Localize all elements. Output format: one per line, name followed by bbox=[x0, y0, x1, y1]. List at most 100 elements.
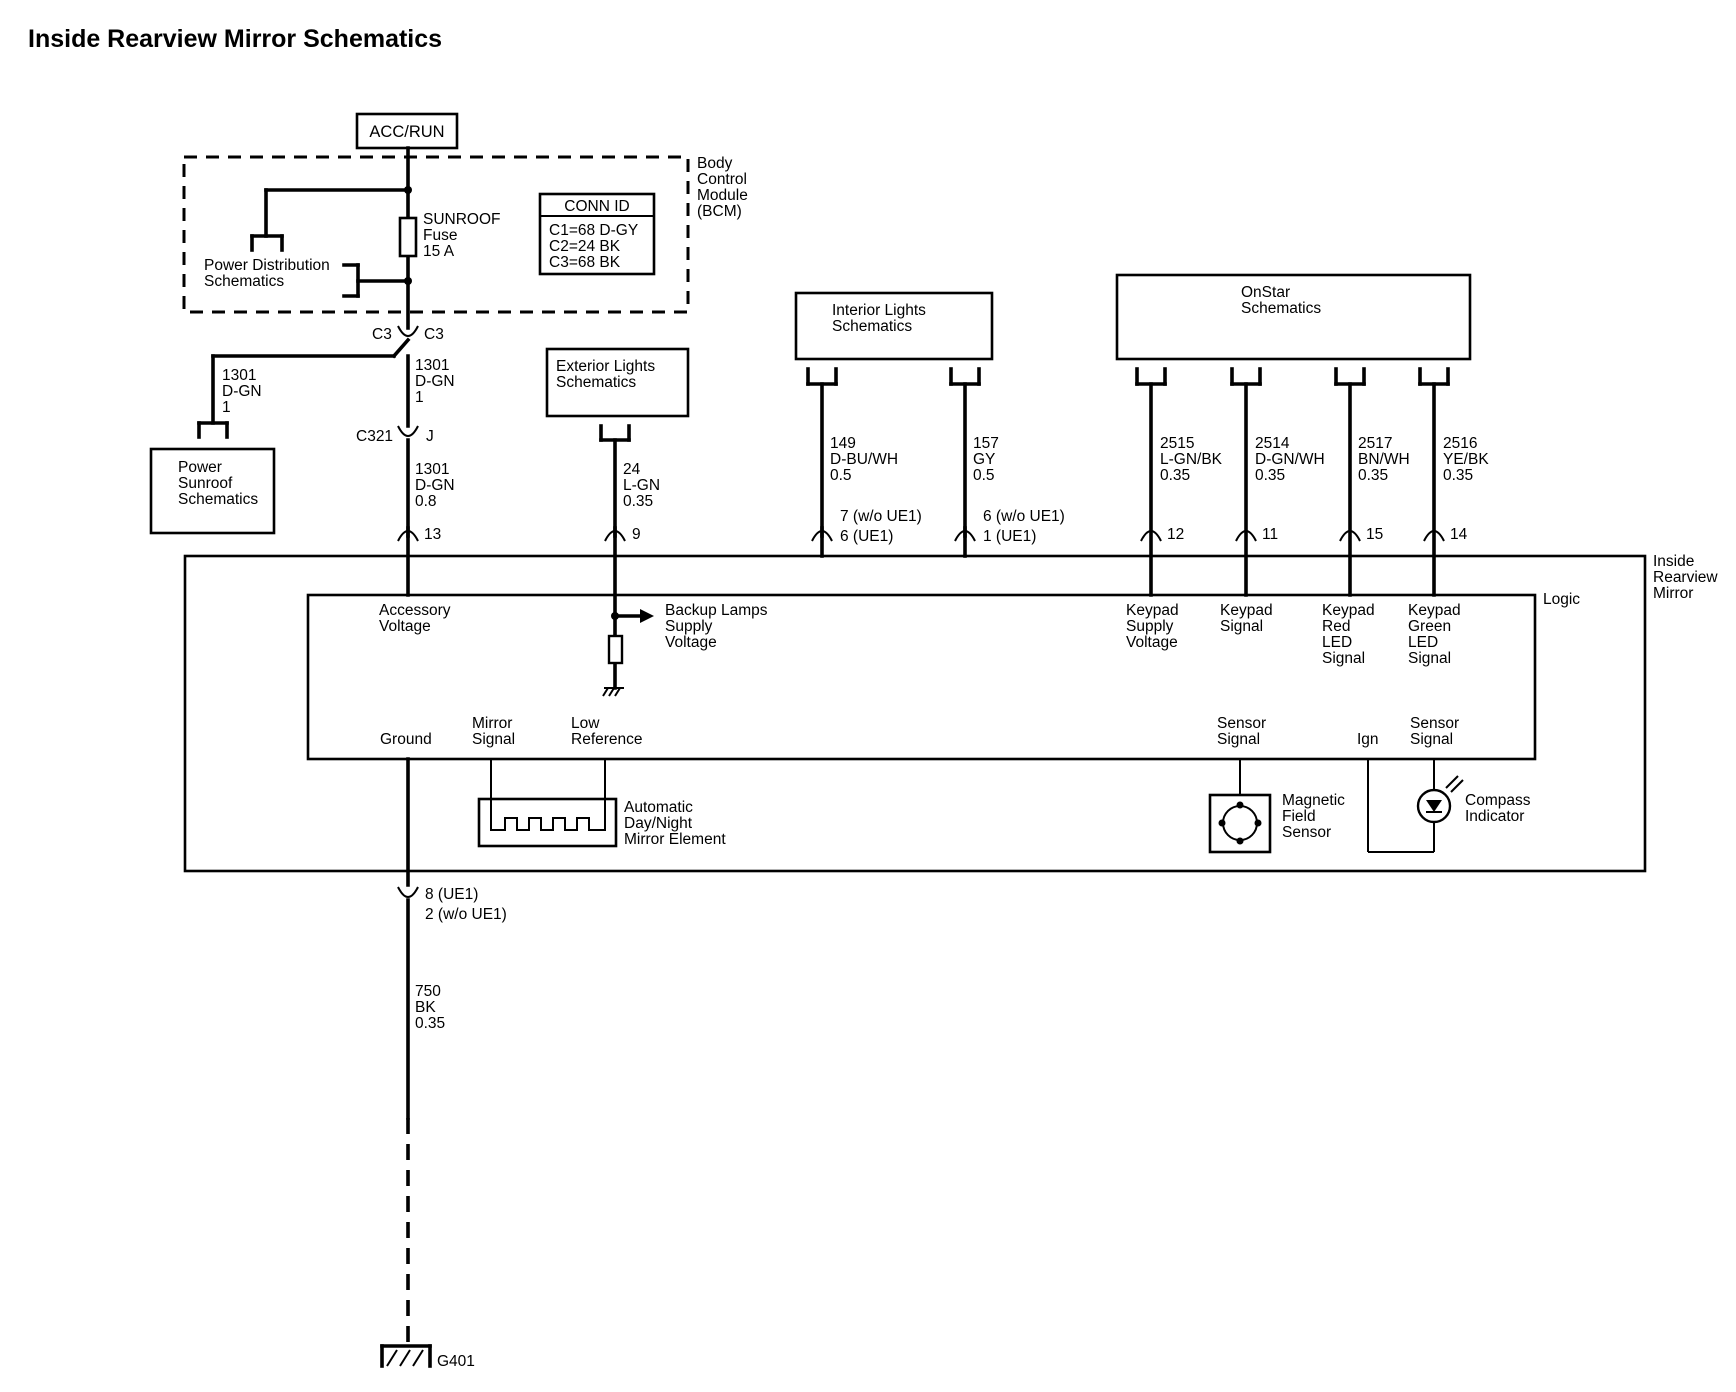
label-line: 0.35 bbox=[1443, 467, 1473, 484]
c321-label: C321 bbox=[356, 428, 393, 445]
label-line: 24 bbox=[623, 461, 641, 478]
label-line: Keypad bbox=[1408, 602, 1461, 619]
label-line: Inside bbox=[1653, 553, 1694, 570]
label-line: Supply bbox=[665, 618, 713, 635]
label-line: LED bbox=[1408, 634, 1438, 651]
backup-lamps-arrow bbox=[640, 609, 654, 623]
label-line: D-GN bbox=[415, 477, 455, 494]
ign-label: Ign bbox=[1357, 731, 1379, 748]
label-line: D-GN/WH bbox=[1255, 451, 1325, 468]
logic-label: Logic bbox=[1543, 591, 1580, 608]
label-line: 2514 bbox=[1255, 435, 1290, 452]
pds-connector-top bbox=[250, 234, 284, 252]
label-line: D-GN bbox=[415, 373, 455, 390]
label-line: Compass bbox=[1465, 792, 1531, 809]
label-line: (BCM) bbox=[697, 203, 742, 220]
g401-label: G401 bbox=[437, 1353, 475, 1370]
label-line: 1301 bbox=[415, 357, 449, 374]
label-line: 750 bbox=[415, 983, 441, 1000]
pin-11-label: 11 bbox=[1262, 526, 1278, 543]
label-line: YE/BK bbox=[1443, 451, 1489, 468]
label-line: L-GN/BK bbox=[1160, 451, 1223, 468]
label-line: 2516 bbox=[1443, 435, 1477, 452]
label-line: Sunroof bbox=[178, 475, 233, 492]
label-line: 0.5 bbox=[830, 467, 852, 484]
power-sunroof-connector bbox=[197, 421, 229, 439]
label-line: C2=24 BK bbox=[549, 238, 621, 255]
label-line: Module bbox=[697, 187, 748, 204]
label-line: Accessory bbox=[379, 602, 451, 619]
label-line: Schematics bbox=[556, 374, 636, 391]
backup-resistor bbox=[607, 634, 624, 665]
label-line: 6 (w/o UE1) bbox=[983, 508, 1065, 525]
label-line: 2517 bbox=[1358, 435, 1392, 452]
dimming-element bbox=[477, 797, 618, 848]
label-line: Keypad bbox=[1322, 602, 1375, 619]
c3-left-label: C3 bbox=[372, 326, 392, 343]
acc-run-source: ACC/RUN bbox=[355, 112, 459, 150]
sunroof-fuse bbox=[398, 216, 418, 258]
label-line: 2515 bbox=[1160, 435, 1194, 452]
label-line: Signal bbox=[472, 731, 515, 748]
label-line: Voltage bbox=[1126, 634, 1178, 651]
label-line: 1 bbox=[415, 389, 424, 406]
label-line: Signal bbox=[1217, 731, 1260, 748]
label-line: Indicator bbox=[1465, 808, 1524, 825]
pds-connector-side bbox=[342, 263, 360, 298]
label-line: 1301 bbox=[415, 461, 449, 478]
g401-ground-symbol bbox=[380, 1344, 432, 1368]
label-line: 157 bbox=[973, 435, 999, 452]
label-line: Supply bbox=[1126, 618, 1174, 635]
pin-15-label: 15 bbox=[1366, 526, 1383, 543]
j-label: J bbox=[426, 428, 434, 445]
label-line: Voltage bbox=[665, 634, 717, 651]
label-line: BK bbox=[415, 999, 436, 1016]
label-line: Exterior Lights bbox=[556, 358, 655, 375]
label-line: Mirror Element bbox=[624, 831, 726, 848]
label-line: D-BU/WH bbox=[830, 451, 898, 468]
label-line: 1 (UE1) bbox=[983, 528, 1036, 545]
label-line: D-GN bbox=[222, 383, 262, 400]
label-line: Signal bbox=[1322, 650, 1365, 667]
interior-lights-connector-2 bbox=[949, 367, 981, 386]
label-line: Keypad bbox=[1220, 602, 1273, 619]
label-line: LED bbox=[1322, 634, 1352, 651]
label-line: Schematics bbox=[204, 273, 284, 290]
label-line: 15 A bbox=[423, 243, 455, 260]
label-line: Mirror bbox=[1653, 585, 1693, 602]
label-line: Sensor bbox=[1410, 715, 1459, 732]
label-line: Signal bbox=[1408, 650, 1451, 667]
label-line: 0.35 bbox=[1160, 467, 1190, 484]
label-line: Control bbox=[697, 171, 747, 188]
label-line: 7 (w/o UE1) bbox=[840, 508, 922, 525]
c3-right-label: C3 bbox=[424, 326, 444, 343]
label-line: SUNROOF bbox=[423, 211, 501, 228]
internal-ground-symbol bbox=[602, 687, 624, 697]
onstar-connectors bbox=[1135, 367, 1450, 386]
pin-157-label: 6 (w/o UE1) 1 (UE1) bbox=[983, 508, 1065, 545]
label-line: Signal bbox=[1220, 618, 1263, 635]
